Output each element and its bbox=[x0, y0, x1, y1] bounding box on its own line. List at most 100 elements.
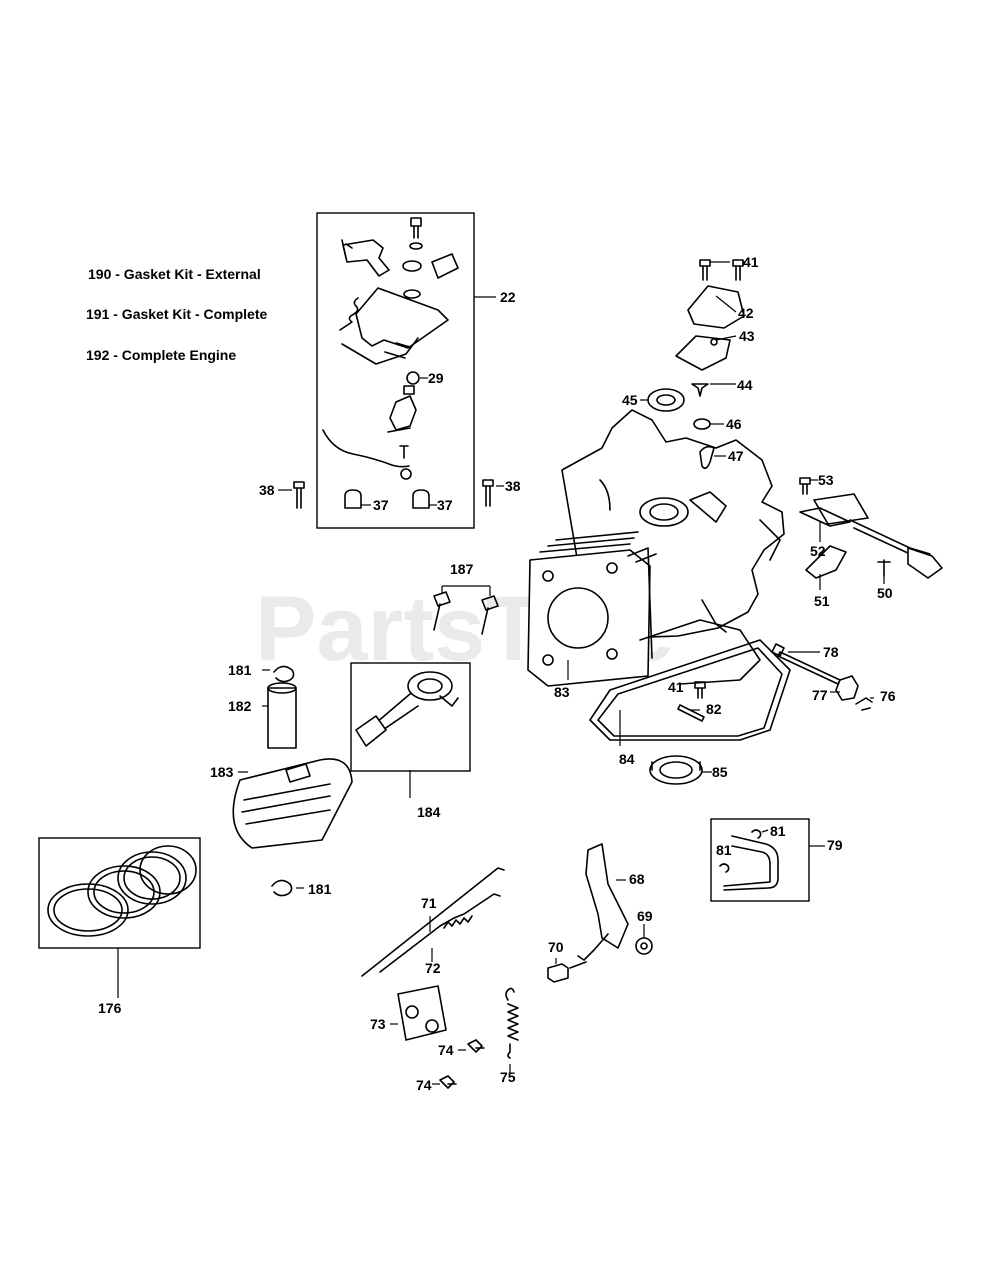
piston-pin-182-icon bbox=[267, 687, 297, 749]
callout-53[interactable]: 53 bbox=[818, 472, 834, 488]
callout-70[interactable]: 70 bbox=[548, 939, 564, 955]
callout-41-lower[interactable]: 41 bbox=[668, 679, 684, 695]
governor-lever-icon bbox=[342, 239, 390, 277]
callout-72[interactable]: 72 bbox=[425, 960, 441, 976]
rod-72-icon bbox=[379, 893, 501, 973]
breather-tube-79-inner-icon bbox=[723, 845, 771, 887]
governor-washer-icon bbox=[409, 242, 423, 250]
callout-69[interactable]: 69 bbox=[637, 908, 653, 924]
callout-183[interactable]: 183 bbox=[210, 764, 234, 780]
callout-182[interactable]: 182 bbox=[228, 698, 252, 714]
callout-74-lower[interactable]: 74 bbox=[416, 1077, 432, 1093]
nut-69-icon bbox=[635, 937, 653, 955]
callout-38-right[interactable]: 38 bbox=[505, 478, 521, 494]
head-hole-3-icon bbox=[542, 654, 554, 666]
callout-184[interactable]: 184 bbox=[417, 804, 441, 820]
callout-37-left[interactable]: 37 bbox=[373, 497, 389, 513]
lever-68-arm-icon bbox=[577, 933, 609, 961]
callout-81-upper[interactable]: 81 bbox=[770, 823, 786, 839]
piston-rings-176-icon bbox=[47, 845, 197, 937]
clamp-81-upper-icon bbox=[751, 829, 762, 839]
callout-81-lower[interactable]: 81 bbox=[716, 842, 732, 858]
callout-51[interactable]: 51 bbox=[814, 593, 830, 609]
callout-82[interactable]: 82 bbox=[706, 701, 722, 717]
bolt-41-top-left-icon bbox=[699, 259, 711, 281]
governor-plate-edge-icon bbox=[341, 337, 419, 365]
callout-187[interactable]: 187 bbox=[450, 561, 474, 577]
governor-spring-icon bbox=[339, 297, 359, 331]
callout-38-left[interactable]: 38 bbox=[259, 482, 275, 498]
seal-45-inner-icon bbox=[656, 394, 676, 406]
legend-gasket-kit-complete[interactable]: 191 - Gasket Kit - Complete bbox=[86, 306, 267, 322]
head-hole-1-icon bbox=[542, 570, 554, 582]
callout-78[interactable]: 78 bbox=[823, 644, 839, 660]
spring-72-icon bbox=[443, 915, 473, 929]
clip-181-bottom-icon bbox=[271, 879, 293, 897]
callout-181-top[interactable]: 181 bbox=[228, 662, 252, 678]
governor-arm-icon bbox=[389, 395, 417, 431]
callout-73[interactable]: 73 bbox=[370, 1016, 386, 1032]
bolt-41-lower-icon bbox=[694, 681, 706, 699]
crankcase-gasket-inner-icon bbox=[597, 647, 783, 737]
callout-74-upper[interactable]: 74 bbox=[438, 1042, 454, 1058]
lever-68-icon bbox=[585, 843, 629, 949]
screw-74-lower-icon bbox=[439, 1075, 457, 1089]
callout-75[interactable]: 75 bbox=[500, 1069, 516, 1085]
callout-85[interactable]: 85 bbox=[712, 764, 728, 780]
crankcase-base-icon bbox=[639, 619, 761, 685]
callout-46[interactable]: 46 bbox=[726, 416, 742, 432]
bolt-38-left-icon bbox=[293, 481, 305, 509]
cover-42-icon bbox=[687, 285, 745, 329]
cylinder-bore-icon bbox=[547, 587, 609, 649]
piston-183-icon bbox=[232, 758, 353, 849]
callout-47[interactable]: 47 bbox=[728, 448, 744, 464]
leader-lines bbox=[117, 261, 885, 1085]
plate-73-hole-right-icon bbox=[425, 1019, 439, 1033]
callout-42[interactable]: 42 bbox=[738, 305, 754, 321]
governor-washer3-icon bbox=[403, 289, 421, 299]
piston-pin-182-end-icon bbox=[267, 682, 297, 694]
callout-22[interactable]: 22 bbox=[500, 289, 516, 305]
crank-bore-inner-icon bbox=[649, 503, 679, 521]
breather-tube-79-icon bbox=[723, 835, 779, 891]
plate-73-hole-left-icon bbox=[405, 1005, 419, 1019]
callout-176[interactable]: 176 bbox=[98, 1000, 122, 1016]
leader-187 bbox=[441, 585, 491, 596]
callout-181-bottom[interactable]: 181 bbox=[308, 881, 332, 897]
callout-45[interactable]: 45 bbox=[622, 392, 638, 408]
cylinder-fins-icon bbox=[539, 531, 657, 659]
callout-44[interactable]: 44 bbox=[737, 377, 753, 393]
crankcase-boss-icon bbox=[701, 599, 727, 633]
callout-37-right[interactable]: 37 bbox=[437, 497, 453, 513]
governor-rod-icon bbox=[387, 427, 411, 433]
cam-47-icon bbox=[699, 445, 715, 470]
bolt-187-right-icon bbox=[481, 595, 499, 635]
callout-50[interactable]: 50 bbox=[877, 585, 893, 601]
nut-46-icon bbox=[693, 418, 711, 430]
shaft-78-head-icon bbox=[771, 643, 785, 657]
callout-83[interactable]: 83 bbox=[554, 684, 570, 700]
screw-74-upper-icon bbox=[467, 1039, 485, 1053]
callout-71[interactable]: 71 bbox=[421, 895, 437, 911]
governor-washer2-icon bbox=[402, 260, 422, 272]
callout-41-top[interactable]: 41 bbox=[743, 254, 759, 270]
legend-complete-engine[interactable]: 192 - Complete Engine bbox=[86, 347, 236, 363]
callout-84[interactable]: 84 bbox=[619, 751, 635, 767]
piston-rings-box bbox=[38, 837, 201, 949]
crankcase-rib-icon bbox=[599, 479, 781, 561]
callout-52[interactable]: 52 bbox=[810, 543, 826, 559]
governor-screw-icon bbox=[399, 445, 409, 459]
governor-small-nut-icon bbox=[400, 468, 412, 480]
ignition-base-52-icon bbox=[799, 507, 851, 527]
callout-29[interactable]: 29 bbox=[428, 370, 444, 386]
callout-79[interactable]: 79 bbox=[827, 837, 843, 853]
gasket-43-icon bbox=[675, 335, 731, 371]
legend-gasket-kit-external[interactable]: 190 - Gasket Kit - External bbox=[88, 266, 261, 282]
block-70-screw-icon bbox=[569, 961, 587, 969]
callout-43[interactable]: 43 bbox=[739, 328, 755, 344]
callout-77[interactable]: 77 bbox=[812, 687, 828, 703]
valve-boss-icon bbox=[689, 491, 727, 523]
callout-76[interactable]: 76 bbox=[880, 688, 896, 704]
callout-68[interactable]: 68 bbox=[629, 871, 645, 887]
governor-control-box bbox=[316, 212, 475, 529]
